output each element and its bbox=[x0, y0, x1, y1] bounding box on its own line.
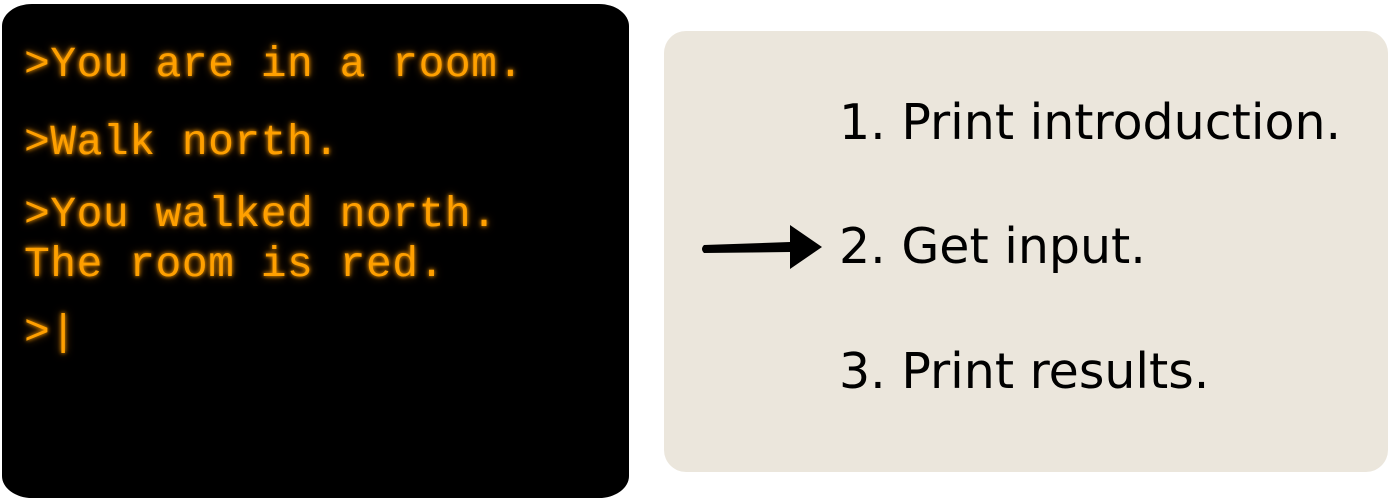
terminal-line: The room is red. bbox=[24, 240, 445, 289]
step-get-input: 2. Get input. bbox=[839, 218, 1146, 275]
right-arrow-icon bbox=[702, 225, 822, 269]
terminal-line: >You are in a room. bbox=[24, 40, 524, 89]
terminal-screen: >You are in a room. >Walk north. >You wa… bbox=[2, 4, 629, 498]
terminal-prompt: >| bbox=[24, 308, 77, 357]
step-print-results: 3. Print results. bbox=[839, 343, 1210, 400]
terminal-line: >Walk north. bbox=[24, 118, 340, 167]
step-print-introduction: 1. Print introduction. bbox=[839, 94, 1342, 151]
terminal-line: >You walked north. bbox=[24, 190, 498, 239]
program-steps-panel: 1. Print introduction. 2. Get input. 3. … bbox=[664, 31, 1388, 472]
